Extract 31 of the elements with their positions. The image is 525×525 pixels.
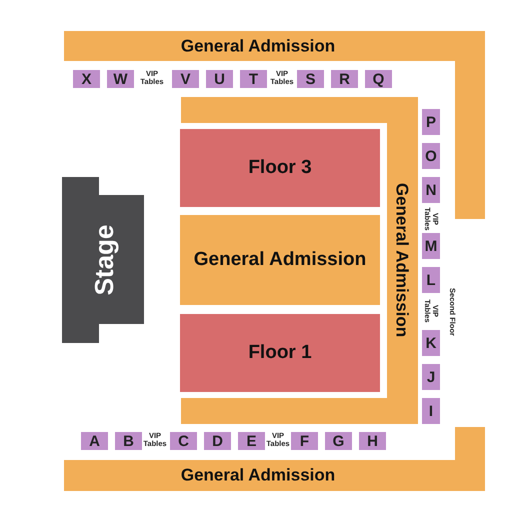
seat-section: D [204, 432, 231, 450]
seat-section: F [291, 432, 318, 450]
seat-section: E [238, 432, 265, 450]
floor-section: Floor 1 [180, 314, 380, 392]
seat-section: A [81, 432, 108, 450]
seat-section: C [170, 432, 197, 450]
seat-section: J [422, 364, 440, 390]
seat-section: K [422, 330, 440, 356]
stage-label: Stage [91, 224, 117, 296]
seat-section: B [115, 432, 142, 450]
seat-section: H [359, 432, 386, 450]
section-label: General Admission [394, 182, 410, 338]
seat-section: W [107, 70, 134, 88]
seat-section: U [206, 70, 233, 88]
seat-section: V [172, 70, 199, 88]
floor-section: General Admission [180, 215, 380, 305]
section-label: General Admission [180, 38, 336, 54]
seat-section: O [422, 143, 440, 169]
seat-section: T [240, 70, 267, 88]
seat-section: P [422, 109, 440, 135]
seat-section: N [422, 177, 440, 203]
seat-section: L [422, 267, 440, 293]
seat-section: R [331, 70, 358, 88]
floor-section: Floor 3 [180, 129, 380, 207]
seat-section: M [422, 233, 440, 259]
seat-section: G [325, 432, 352, 450]
section-label: General Admission [180, 466, 336, 484]
seat-section: I [422, 398, 440, 424]
seat-section: Q [365, 70, 392, 88]
seat-section: S [297, 70, 324, 88]
seat-section: X [73, 70, 100, 88]
